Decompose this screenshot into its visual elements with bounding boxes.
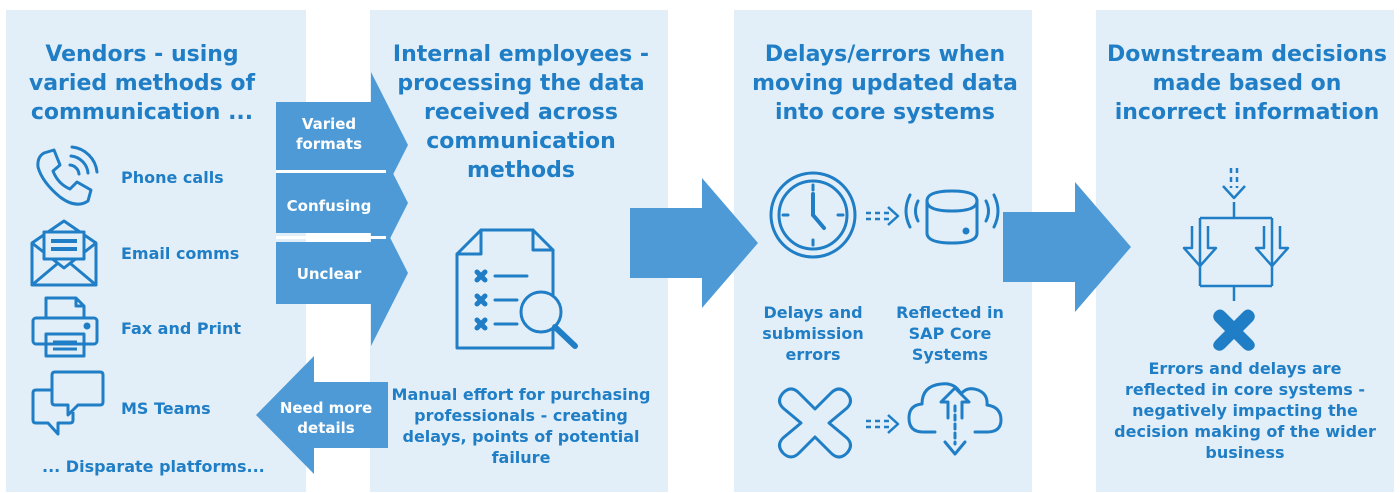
arrow-divider [276,170,386,173]
confusing-label: Confusing [286,197,372,215]
downstream-title: Downstream decisions made based on incor… [1107,42,1387,125]
vendors-title: Vendors - using varied methods of commun… [28,42,256,125]
phone-calls-label: Phone calls [121,168,224,187]
error-x-icon [778,387,852,459]
reflected-sap-label: Reflected in SAP Core Systems [896,303,1004,364]
envelope-icon [30,219,98,287]
document-review-icon [455,228,578,350]
flow-arrow-2-to-3 [630,178,758,308]
delays-submission-errors-label: Delays and submission errors [762,303,864,364]
employees-caption: Manual effort for purchasing professiona… [391,385,651,467]
ms-teams-label: MS Teams [121,399,211,418]
database-signal-icon [904,189,1000,245]
cloud-sync-icon [907,382,1003,456]
email-comms-label: Email comms [121,244,240,263]
unclear-label: Unclear [296,265,362,283]
chat-bubbles-icon [31,370,105,436]
dashed-arrow-icon [866,206,900,226]
delays-panel [734,10,1032,492]
employees-title: Internal employees - processing the data… [392,42,650,183]
fax-print-label: Fax and Print [121,319,242,338]
flow-arrow-3-to-4 [1003,182,1131,312]
printer-icon [31,296,99,358]
varied-formats-label: Varied formats [295,115,363,153]
downstream-caption: Errors and delays are reflected in core … [1114,359,1376,462]
dashed-arrow-icon-2 [866,414,900,434]
need-more-details-label: Need more details [279,399,373,437]
employees-panel [370,10,668,492]
phone-icon [36,145,99,206]
delays-title: Delays/errors when moving updated data i… [752,42,1018,125]
clock-icon [769,171,857,259]
disparate-platforms-label: ... Disparate platforms... [42,457,265,476]
need-more-details-arrow [256,356,388,474]
arrow-divider [276,236,386,239]
downstream-panel [1096,10,1394,492]
decision-flow-icon [1182,168,1290,351]
